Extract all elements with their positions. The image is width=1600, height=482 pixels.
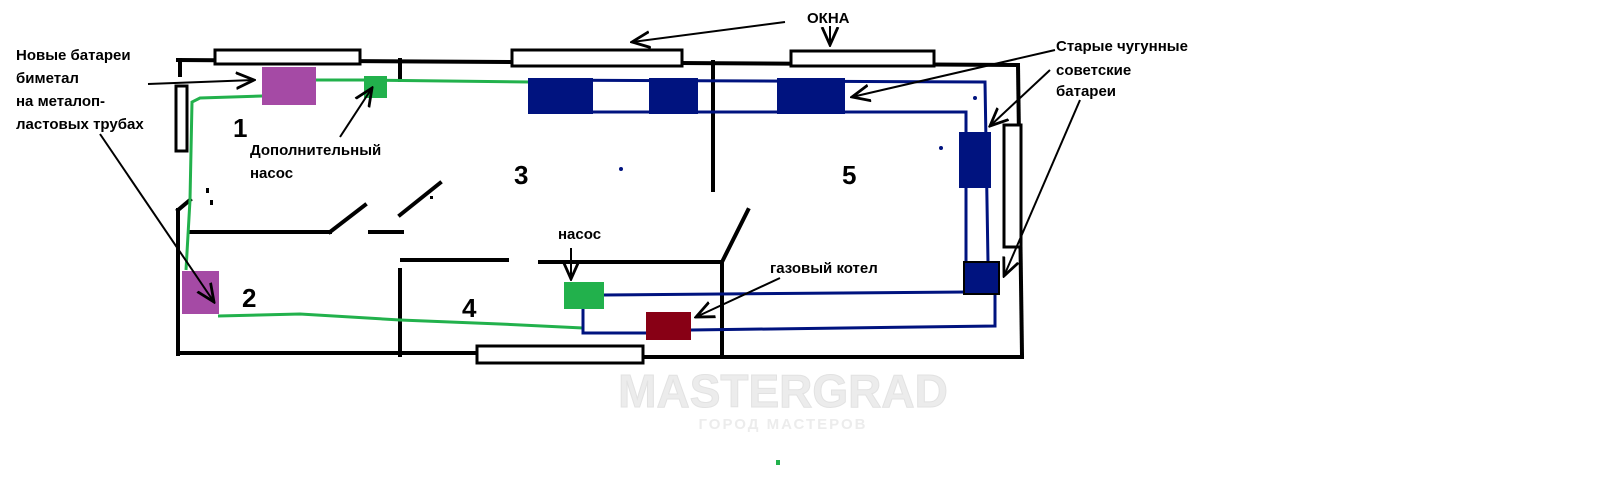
svg-text:биметал: биметал xyxy=(16,70,79,87)
room-number-1: 1 xyxy=(233,113,247,143)
new-radiators xyxy=(182,67,316,314)
arrow xyxy=(1004,99,1081,276)
window xyxy=(510,48,684,68)
old-radiator xyxy=(963,261,1000,295)
window xyxy=(1002,123,1023,249)
extra-pump-label: Дополнительный насос xyxy=(250,142,381,182)
green-dot xyxy=(776,460,780,465)
old-radiator xyxy=(959,132,991,188)
arrow xyxy=(632,21,786,42)
window xyxy=(475,344,645,365)
arrow xyxy=(990,69,1051,126)
pump-label: насос xyxy=(558,226,601,243)
windows xyxy=(174,48,1023,365)
svg-text:на металоп-: на металоп- xyxy=(16,93,105,110)
arrow xyxy=(696,277,781,317)
new-radiator xyxy=(182,271,219,314)
old-radiator xyxy=(528,78,593,114)
svg-text:насос: насос xyxy=(250,165,293,182)
svg-text:Дополнительный: Дополнительный xyxy=(250,142,381,159)
new-radiator xyxy=(262,67,316,105)
room-number-5: 5 xyxy=(842,160,856,190)
pump xyxy=(564,282,604,309)
old-radiator xyxy=(777,78,845,114)
svg-text:ГОРОД МАСТЕРОВ: ГОРОД МАСТЕРОВ xyxy=(699,416,868,433)
old-radiator xyxy=(649,78,698,114)
windows-label: ОКНА xyxy=(807,10,850,27)
old-radiators xyxy=(528,78,1000,295)
arrow xyxy=(99,133,214,302)
arrow xyxy=(339,88,372,138)
window xyxy=(174,84,189,153)
window xyxy=(213,48,362,66)
svg-text:батареи: батареи xyxy=(1056,83,1116,100)
gas-boiler xyxy=(646,312,691,340)
svg-text:Новые батареи: Новые батареи xyxy=(16,47,131,64)
svg-text:MASTERGRAD: MASTERGRAD xyxy=(618,365,948,417)
room-number-2: 2 xyxy=(242,283,256,313)
svg-text:советские: советские xyxy=(1056,62,1131,79)
svg-text:ластовых трубах: ластовых трубах xyxy=(16,116,144,133)
svg-text:Старые чугунные: Старые чугунные xyxy=(1056,38,1188,55)
new-radiators-label: Новые батареи биметал на металоп- ластов… xyxy=(16,47,144,133)
room-number-4: 4 xyxy=(462,293,477,323)
arrow xyxy=(147,80,254,84)
pointer-arrows xyxy=(99,21,1081,317)
boiler-label: газовый котел xyxy=(770,260,878,277)
old-radiators-label: Старые чугунные советские батареи xyxy=(1056,38,1188,100)
pipe-dots xyxy=(619,96,977,171)
window xyxy=(789,49,936,68)
room-number-3: 3 xyxy=(514,160,528,190)
wall-marks xyxy=(206,188,433,205)
arrow xyxy=(852,49,1056,97)
watermark-logo: MASTERGRAD ГОРОД МАСТЕРОВ xyxy=(618,365,949,434)
